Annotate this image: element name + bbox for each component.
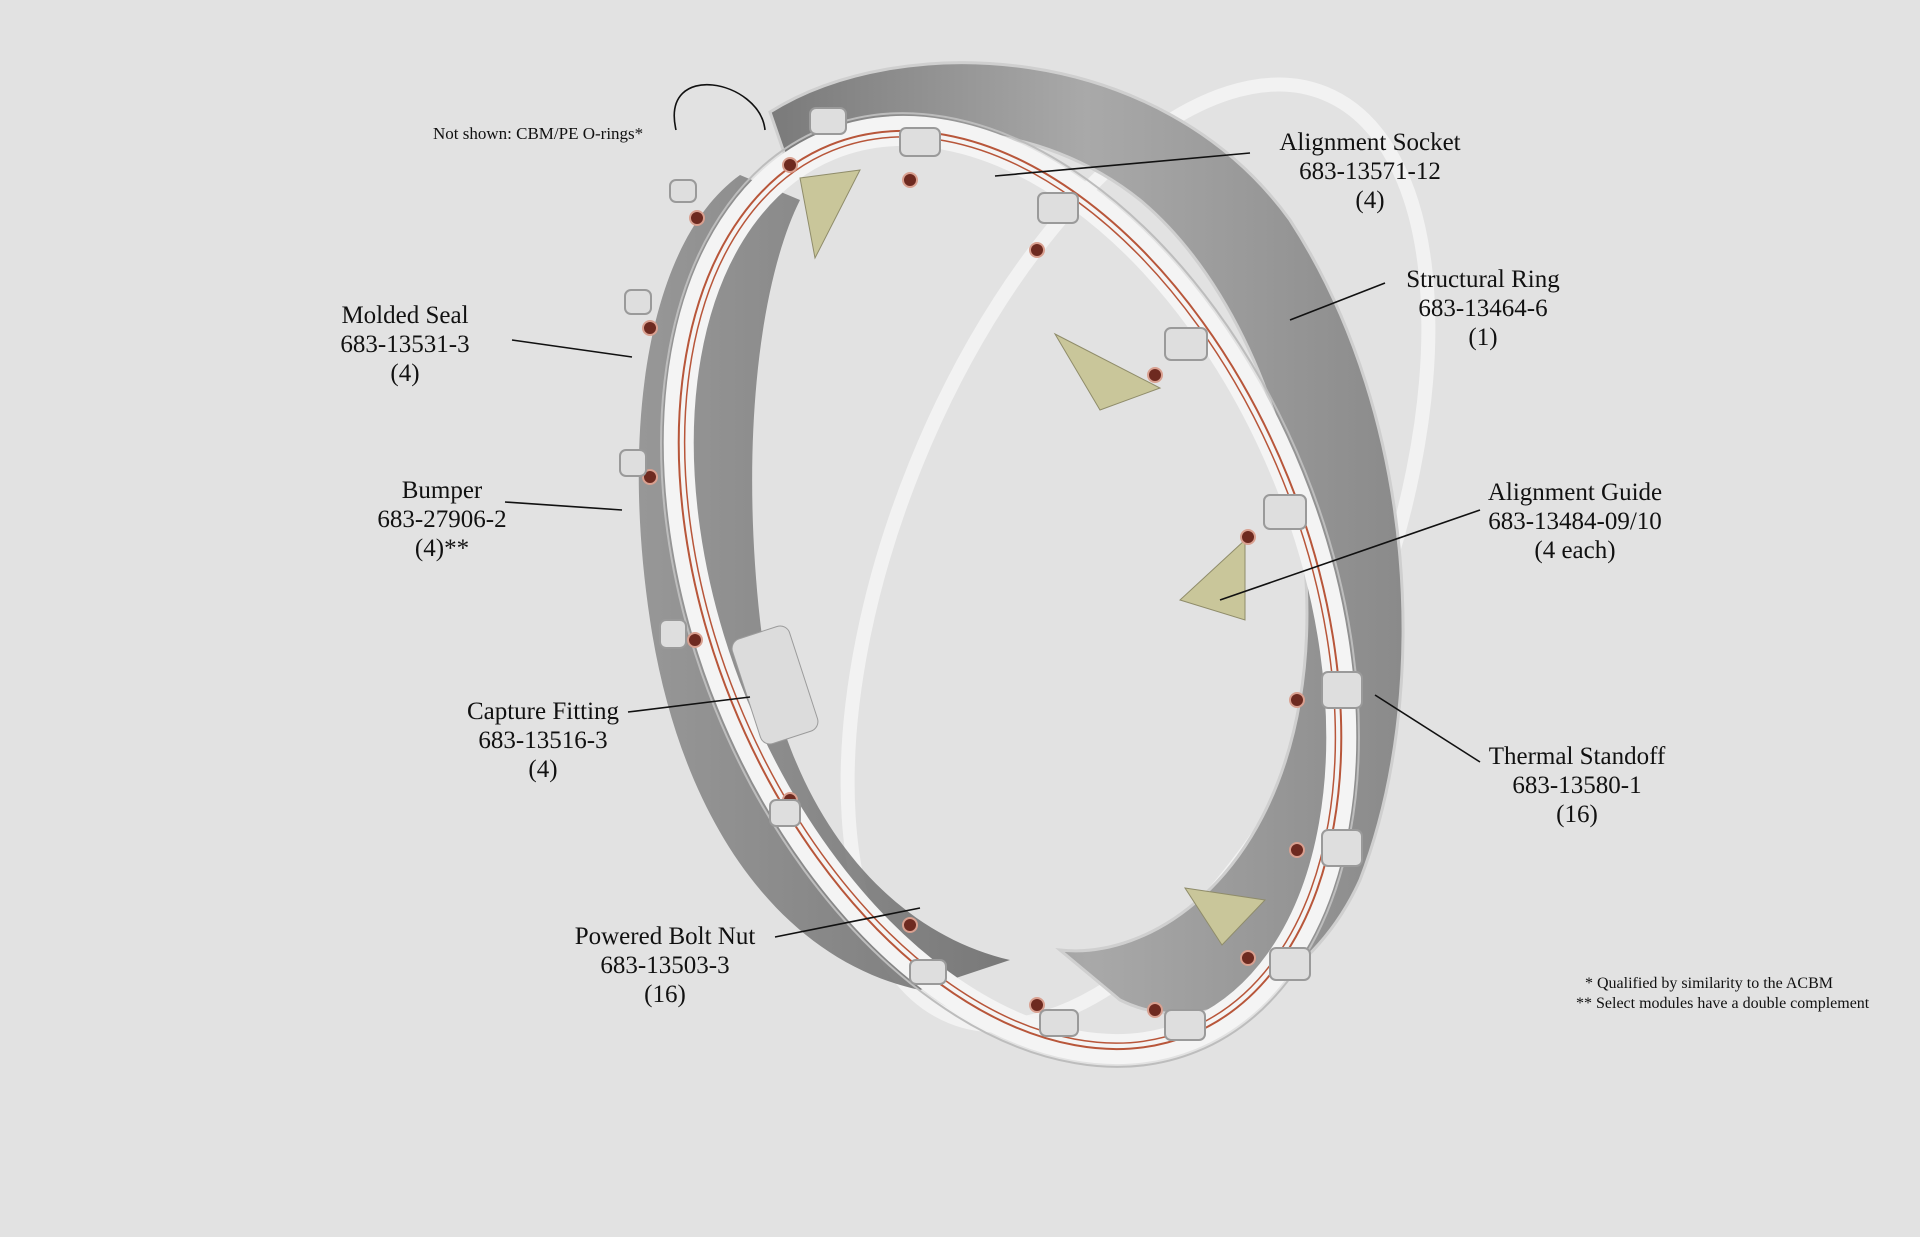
capture-fitting-part: [731, 625, 819, 745]
leader-alignment-guide: [1219, 509, 1481, 601]
callout-bumper: Bumper 683-27906-2 (4)**: [377, 476, 506, 563]
alignment-guide-right: [1053, 332, 1162, 411]
callout-powered-bolt-nut: Powered Bolt Nut 683-13503-3 (16): [575, 922, 756, 1009]
callout-qty: (4): [1355, 187, 1385, 214]
callout-name: Structural Ring: [1406, 266, 1560, 293]
leader-structural-ring: [1289, 282, 1386, 321]
callout-part: 683-13571-12: [1299, 158, 1441, 185]
callout-part: 683-13531-3: [340, 331, 470, 358]
leader-thermal-standoff: [1374, 694, 1481, 763]
callout-name: Alignment Socket: [1279, 129, 1461, 156]
leader-alignment-socket: [994, 152, 1251, 177]
leader-powered-bolt-nut: [774, 907, 921, 938]
callout-name: Bumper: [401, 477, 483, 504]
callout-qty: (4): [390, 360, 420, 387]
callout-thermal-standoff: Thermal Standoff 683-13580-1 (16): [1489, 742, 1666, 829]
callout-alignment-guide: Alignment Guide 683-13484-09/10 (4 each): [1488, 478, 1662, 565]
footnote-2: ** Select modules have a double compleme…: [1576, 995, 1870, 1012]
not-shown-note: Not shown: CBM/PE O-rings*: [433, 124, 644, 143]
callout-qty: (4): [528, 756, 558, 783]
callout-part: 683-13484-09/10: [1488, 508, 1662, 535]
structural-ring-band: [768, 61, 1405, 1016]
leader-not-shown-orings: [673, 83, 766, 131]
callout-part: 683-13516-3: [478, 727, 608, 754]
footnotes: * Qualified by similarity to the ACBM **…: [1576, 974, 1869, 1014]
alignment-guide-lower-right: [1179, 538, 1246, 621]
ring-inner-wall: [638, 175, 1010, 990]
callout-part: 683-13464-6: [1418, 295, 1548, 322]
callout-qty: (16): [644, 981, 686, 1008]
callout-part: 683-13580-1: [1512, 772, 1642, 799]
callout-part: 683-13503-3: [600, 952, 730, 979]
alignment-guide-top: [799, 169, 861, 260]
leader-molded-seal: [511, 339, 633, 358]
callout-name: Powered Bolt Nut: [574, 923, 756, 950]
callout-name: Capture Fitting: [466, 698, 620, 725]
callout-qty: (16): [1556, 801, 1598, 828]
callout-molded-seal: Molded Seal 683-13531-3 (4): [340, 301, 469, 388]
leader-lines: [504, 83, 1481, 938]
callout-name: Thermal Standoff: [1488, 743, 1666, 770]
alignment-guide-bottom: [1183, 887, 1267, 946]
callout-name: Molded Seal: [341, 302, 469, 329]
callout-capture-fitting: Capture Fitting 683-13516-3 (4): [467, 697, 619, 784]
callout-qty: (4)**: [414, 535, 470, 562]
callout-part: 683-27906-2: [377, 506, 507, 533]
footnote-1: * Qualified by similarity to the ACBM: [1585, 975, 1833, 992]
callout-alignment-socket: Alignment Socket 683-13571-12 (4): [1279, 128, 1460, 215]
callout-structural-ring: Structural Ring 683-13464-6 (1): [1406, 265, 1559, 352]
callout-qty: (1): [1468, 324, 1498, 351]
leader-bumper: [504, 501, 623, 511]
leader-capture-fitting: [627, 696, 751, 713]
thermal-standoffs: [619, 107, 1363, 1041]
callout-qty: (4 each): [1534, 537, 1616, 564]
callout-name: Alignment Guide: [1487, 479, 1663, 506]
